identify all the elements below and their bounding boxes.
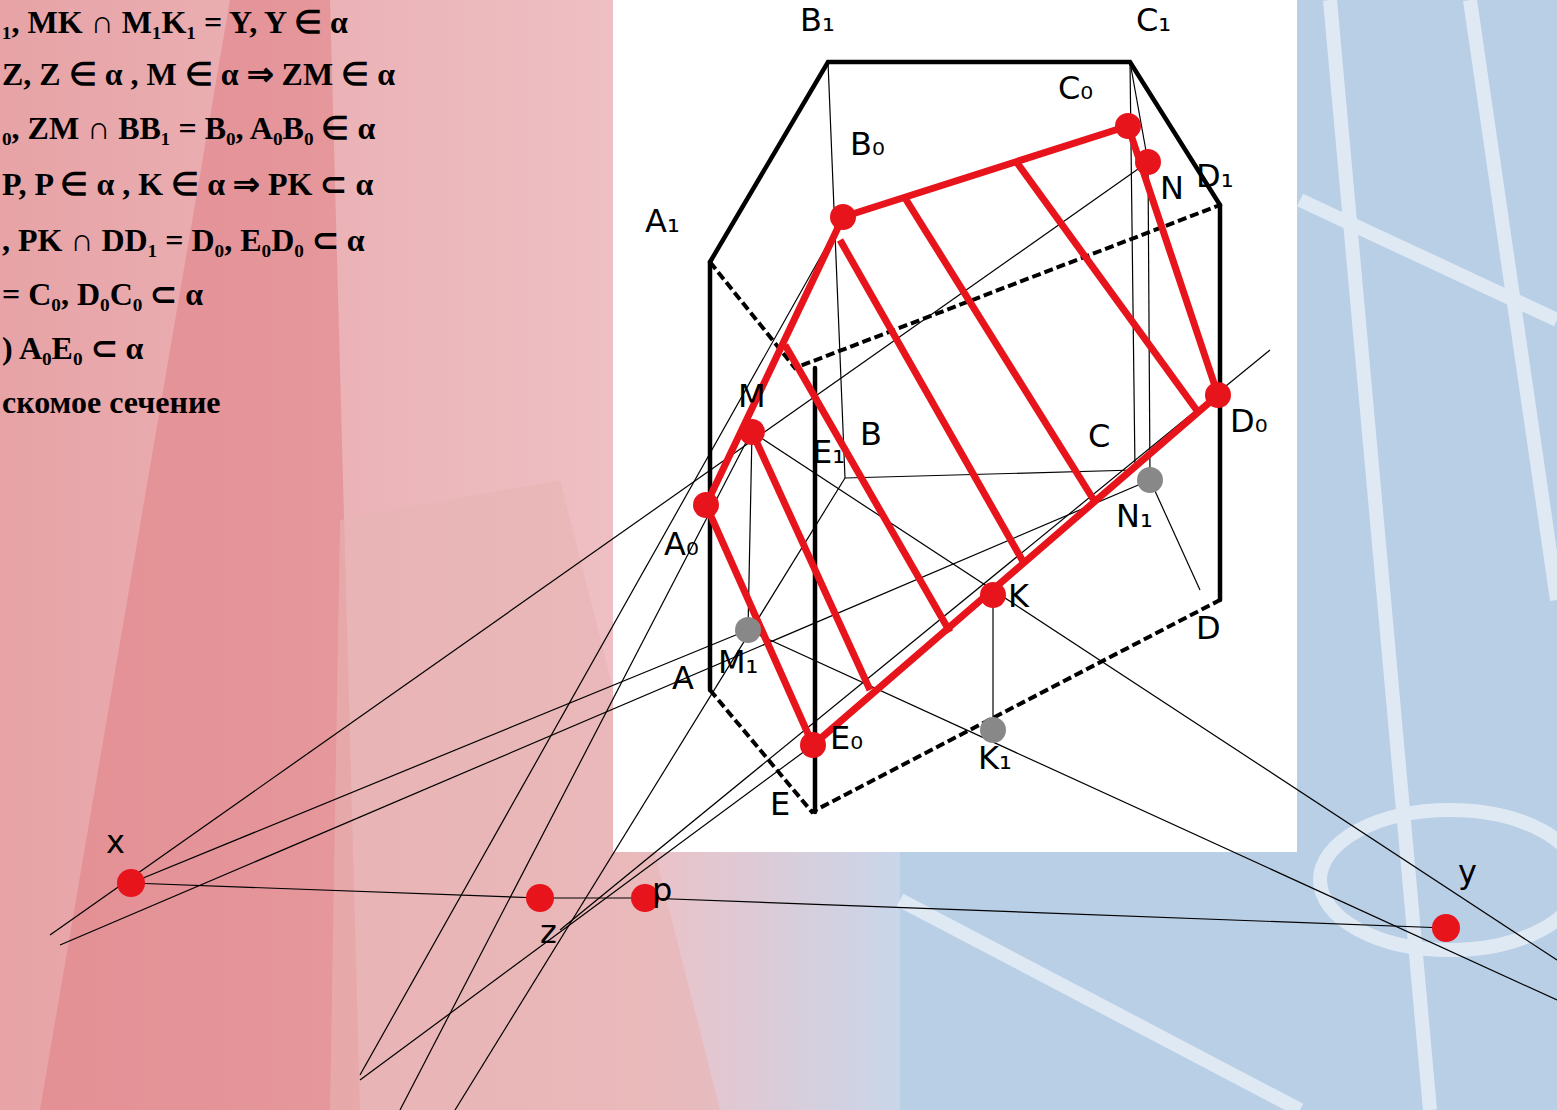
point-label: p: [652, 874, 672, 906]
point-label: A: [672, 662, 694, 694]
point-label: B₀: [850, 128, 885, 160]
proof-step: ) A₀E₀ ⊂ α: [2, 332, 143, 364]
point-label: N₁: [1116, 500, 1153, 532]
point-label: N: [1160, 172, 1184, 204]
point-label: D: [1196, 612, 1221, 644]
point-label: E: [770, 788, 790, 820]
point-label: E₀: [830, 722, 863, 754]
section-polygon: [706, 126, 1218, 745]
point-label: A₁: [645, 205, 680, 237]
point-label: y: [1458, 856, 1477, 888]
point-label: D₀: [1230, 405, 1267, 437]
point-label: D₁: [1196, 160, 1233, 192]
construction-lines: [50, 62, 1557, 1110]
proof-step: ₁, MK ∩ M₁K₁ = Y, Y ∈ α: [2, 6, 348, 38]
point-label: A₀: [664, 528, 699, 560]
point-label: K₁: [978, 742, 1012, 774]
proof-step: = C₀, D₀C₀ ⊂ α: [2, 278, 203, 310]
photo-shape: [40, 0, 360, 1110]
grey-points: [735, 467, 1163, 743]
point-label: E₁: [812, 436, 845, 468]
proof-step: , PK ∩ DD₁ = D₀, E₀D₀ ⊂ α: [2, 224, 365, 256]
proof-step: Z, Z ∈ α , M ∈ α ⇒ ZM ∈ α: [2, 58, 395, 90]
point-label: B: [860, 418, 882, 450]
proof-step: скомое сечение: [2, 386, 221, 418]
point-label: C: [1088, 420, 1110, 452]
point-label: B₁: [800, 4, 835, 36]
proof-step: P, P ∈ α , K ∈ α ⇒ PK ⊂ α: [2, 168, 373, 200]
proof-step: ₀, ZM ∩ BB₁ = B₀, A₀B₀ ∈ α: [2, 112, 375, 144]
point-label: C₁: [1136, 4, 1171, 36]
point-label: z: [540, 916, 557, 948]
point-label: M₁: [718, 646, 758, 678]
point-label: M: [738, 380, 766, 412]
point-label: C₀: [1058, 72, 1093, 104]
point-label: K: [1008, 580, 1029, 612]
point-label: x: [106, 826, 125, 858]
